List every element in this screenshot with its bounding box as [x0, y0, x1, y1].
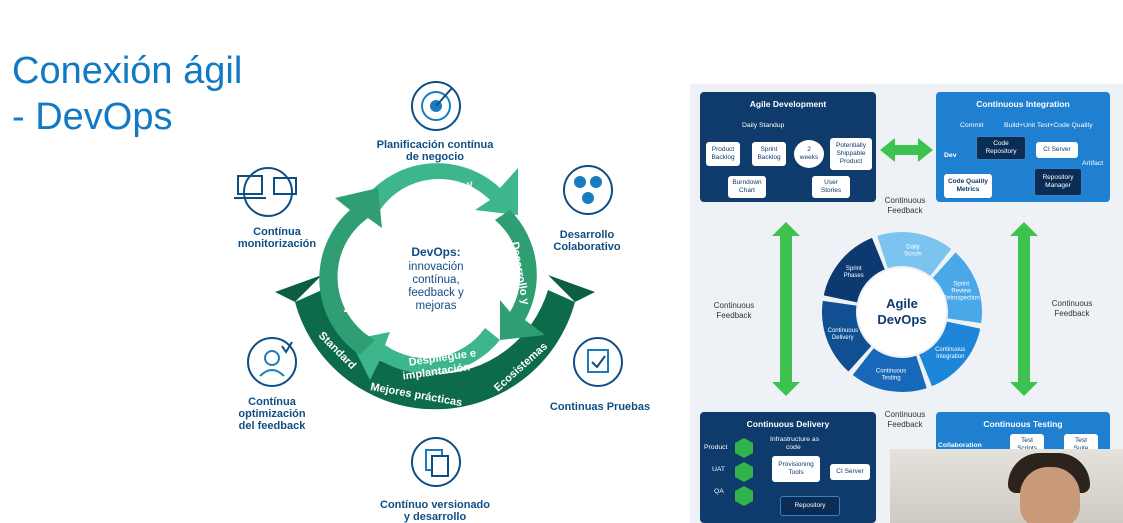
delivery-repository-chip: Repository — [780, 496, 840, 516]
burndown-chart-chip: Burndown Chart — [728, 176, 766, 198]
cycle-segment-label: Testing — [882, 376, 901, 382]
code-repository-chip: Code Repository — [976, 136, 1026, 160]
infra-line-2: code — [786, 444, 801, 451]
center-title: DevOps: — [411, 245, 460, 259]
cycle-segment — [823, 237, 885, 303]
center-line-4: mejoras — [416, 300, 457, 312]
env-hexagons — [735, 438, 753, 506]
center-line-3: feedback y — [408, 287, 464, 299]
agile-devops-panel: Agile Development Daily Standup Product … — [690, 84, 1123, 523]
slide-title: Conexión ágil - DevOps — [12, 48, 242, 140]
center-line-1: innovación — [409, 261, 464, 273]
caption-planificacion: Planificación contínua de negocio — [376, 139, 494, 163]
env-product: Product — [704, 444, 728, 451]
caption-pruebas: Continuas Pruebas — [549, 401, 651, 413]
artifact-label: Artifact — [1082, 160, 1104, 167]
cycle-center-line-1: Agile — [886, 296, 918, 311]
feedback-bottom: Continuous Feedback — [884, 410, 926, 429]
dev-label: Dev — [944, 152, 957, 159]
cycle-segment — [877, 232, 952, 276]
ring-right — [495, 210, 545, 340]
caption-colaborativo: Desarrollo Colaborativo — [553, 229, 621, 253]
feedback-left: Continuous Feedback — [713, 301, 755, 320]
provisioning-tools-chip: Provisioning Tools — [772, 456, 820, 482]
collaboration-label: Collaboration — [938, 442, 982, 449]
cycle-segment — [932, 252, 982, 324]
webcam-person-face — [1020, 467, 1080, 523]
versioning-icon — [411, 437, 461, 487]
cycle-segment — [852, 348, 927, 392]
continuous-integration-title: Continuous Integration — [976, 99, 1070, 109]
user-stories-chip: User Stories — [812, 176, 850, 198]
code-quality-chip: Code Quality Metrics — [944, 174, 992, 198]
cycle-segment-label: Continuous — [828, 328, 858, 334]
product-backlog-chip: Product Backlog — [706, 142, 740, 166]
caption-monitorizacion: Contínua monitorización — [237, 226, 317, 250]
cycle-segment — [919, 321, 981, 387]
testing-icon — [573, 337, 623, 387]
cycle-segment-label: Retrospection — [943, 295, 980, 301]
cycle-segment-label: Phases — [844, 273, 864, 279]
continuous-integration-box: Continuous Integration Commit Build+Unit… — [936, 92, 1110, 202]
caption-feedback: Contínua optimización del feedback — [238, 396, 306, 432]
two-weeks-chip: 2 weeks — [794, 140, 824, 168]
env-qa: QA — [714, 488, 724, 495]
shippable-product-chip: Potentially Shippable Product — [830, 138, 872, 170]
continuous-delivery-title: Continuous Delivery — [746, 419, 830, 429]
delivery-ci-server-chip: CI Server — [830, 464, 870, 480]
target-icon — [411, 81, 461, 131]
ring-left — [319, 188, 382, 355]
cycle-segment-label: Continuous — [876, 369, 906, 375]
commit-label: Commit — [960, 122, 984, 129]
center-line-2: contínua, — [412, 274, 459, 286]
infra-line-1: Infrastructure as — [770, 436, 820, 443]
agile-development-box: Agile Development Daily Standup Product … — [700, 92, 876, 202]
agile-devops-cycle: Agile DevOps DailyScrumSprintReviewRetro… — [822, 232, 982, 392]
continuous-delivery-box: Continuous Delivery Product UAT QA Infra… — [700, 412, 876, 523]
sprint-backlog-chip: Sprint Backlog — [752, 142, 786, 166]
caption-versionado: Contínuo versionado y desarrollo — [380, 499, 490, 523]
ring-bottom — [350, 328, 500, 380]
slide-title-line-2: - DevOps — [12, 96, 173, 138]
feedback-arrows — [772, 138, 1038, 396]
cycle-center-disc — [858, 268, 946, 356]
feedback-icon — [247, 337, 297, 387]
cycle-center-line-2: DevOps — [877, 312, 926, 327]
feedback-right: Continuous Feedback — [1051, 299, 1093, 318]
cycle-segment-label: Sprint — [846, 266, 862, 272]
cycle-segment-label: Delivery — [832, 335, 854, 341]
monitoring-icon — [234, 167, 297, 217]
slide-title-line-1: Conexión ágil — [12, 50, 243, 92]
continuous-testing-title: Continuous Testing — [983, 419, 1063, 429]
cycle-segment-label: Scrum — [904, 251, 921, 257]
feedback-top: Continuous Feedback — [884, 196, 926, 215]
cycle-segment-label: Daily — [906, 244, 919, 250]
ci-server-chip: CI Server — [1036, 142, 1078, 158]
cycle-segment-label: Integration — [936, 354, 964, 360]
base-band — [295, 290, 575, 410]
webcam-overlay — [890, 449, 1123, 523]
cycle-segment — [822, 300, 872, 372]
repository-manager-chip: Repository Manager — [1034, 168, 1082, 196]
env-uat: UAT — [712, 466, 726, 473]
devops-cycle-diagram: DevOps: innovación contínua, feedback y … — [234, 81, 623, 487]
build-label: Build+Unit Test+Code Quality — [1004, 122, 1093, 129]
cycle-segment-label: Continuous — [935, 347, 965, 353]
cycle-segment-label: Sprint — [953, 281, 969, 287]
cycle-segment-label: Review — [951, 288, 971, 294]
agile-development-title: Agile Development — [749, 99, 827, 109]
collaboration-icon — [563, 165, 613, 215]
ring-top — [365, 163, 518, 215]
daily-standup-label: Daily Standup — [742, 122, 785, 129]
